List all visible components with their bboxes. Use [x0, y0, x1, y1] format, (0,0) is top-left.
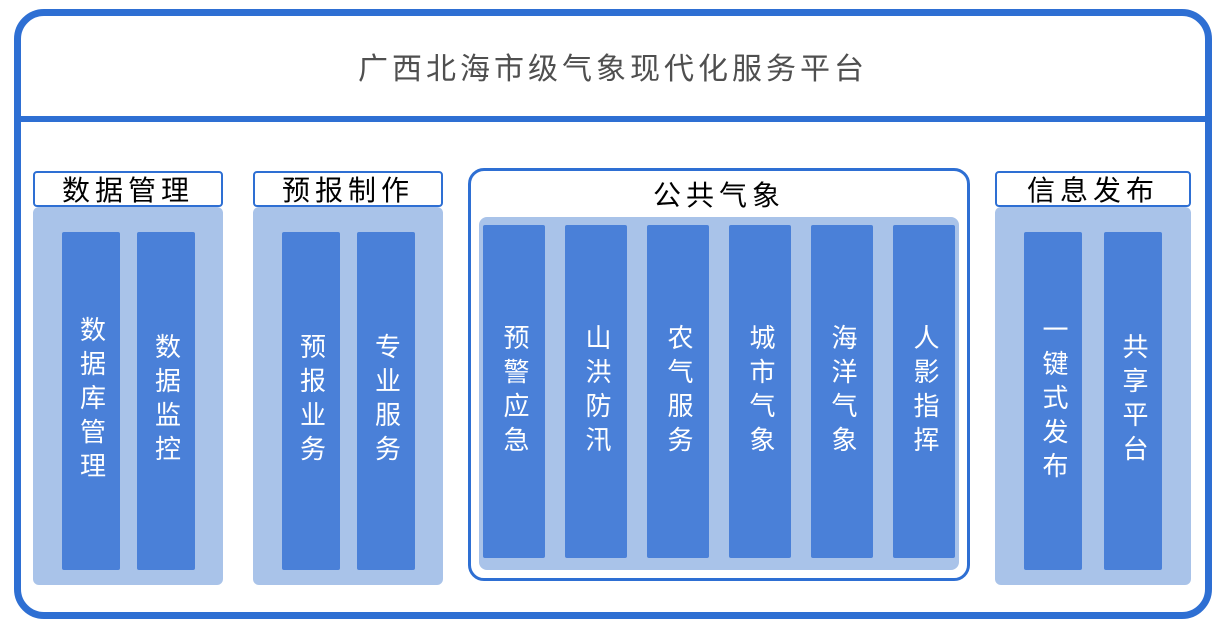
group-body-public-meteorology: 预警应急 山洪防汛 农气服务 城市气象 海洋气象 人影指挥	[479, 217, 959, 570]
group-data-management: 数据管理 数据库管理 数据监控	[33, 168, 223, 585]
module-bar: 预警应急	[483, 225, 545, 558]
module-bar-label: 一键式发布	[1039, 316, 1068, 486]
group-body-information-release: 一键式发布 共享平台	[995, 207, 1191, 585]
title-divider	[21, 116, 1205, 122]
page-title: 广西北海市级气象现代化服务平台	[358, 53, 868, 86]
group-body-data-management: 数据库管理 数据监控	[33, 207, 223, 585]
module-bar: 预报业务	[281, 232, 340, 570]
group-body-forecast-production: 预报业务 专业服务	[253, 207, 443, 585]
module-bar-label: 数据库管理	[76, 316, 106, 486]
module-bar: 一键式发布	[1024, 232, 1082, 570]
module-bar-label: 城市气象	[746, 323, 775, 460]
module-bar: 人影指挥	[893, 225, 955, 558]
module-bar: 专业服务	[356, 232, 415, 570]
module-bar-label: 共享平台	[1119, 333, 1148, 469]
platform-diagram-frame: 广西北海市级气象现代化服务平台 数据管理 数据库管理 数据监控 预报制作 预报业务…	[14, 9, 1212, 619]
group-header-forecast-production: 预报制作	[253, 171, 443, 207]
module-bar: 海洋气象	[811, 225, 873, 558]
module-bar: 城市气象	[729, 225, 791, 558]
module-bar-label: 人影指挥	[910, 323, 939, 460]
group-forecast-production: 预报制作 预报业务 专业服务	[253, 168, 443, 585]
module-bar: 山洪防汛	[565, 225, 627, 558]
module-bar-label: 数据监控	[151, 333, 181, 469]
module-bar-label: 预警应急	[500, 323, 529, 460]
groups-row: 数据管理 数据库管理 数据监控 预报制作 预报业务 专业服务 公共气象 预警应急 山洪…	[33, 168, 1191, 585]
group-information-release: 信息发布 一键式发布 共享平台	[995, 168, 1191, 585]
module-bar-label: 山洪防汛	[582, 323, 611, 460]
module-bar-label: 专业服务	[371, 333, 401, 469]
module-bar-label: 农气服务	[664, 323, 693, 460]
group-header-data-management: 数据管理	[33, 171, 223, 207]
module-bar-label: 预报业务	[296, 333, 326, 469]
module-bar: 共享平台	[1104, 232, 1162, 570]
module-bar: 数据库管理	[61, 232, 120, 570]
module-bar-label: 海洋气象	[828, 323, 857, 460]
group-header-information-release: 信息发布	[995, 171, 1191, 207]
module-bar: 数据监控	[136, 232, 195, 570]
module-bar: 农气服务	[647, 225, 709, 558]
group-frame-public-meteorology: 公共气象 预警应急 山洪防汛 农气服务 城市气象 海洋气象 人影指挥	[468, 168, 970, 581]
group-public-meteorology: 公共气象 预警应急 山洪防汛 农气服务 城市气象 海洋气象 人影指挥	[468, 168, 970, 581]
group-header-public-meteorology: 公共气象	[652, 181, 785, 212]
